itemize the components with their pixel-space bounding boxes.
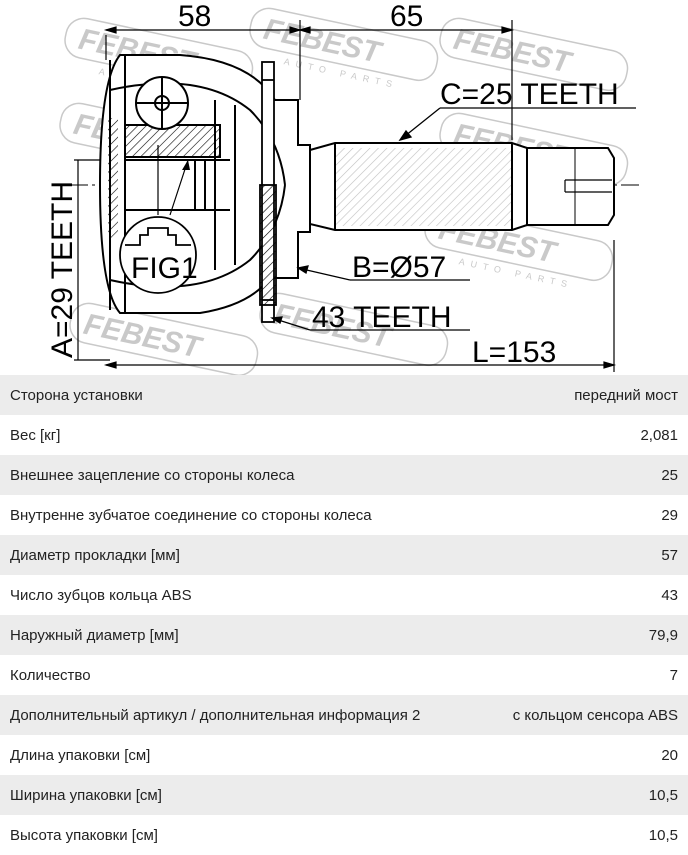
spec-row: Вес [кг] 2,081 [0,415,688,455]
watermark-text: FEBEST [81,308,206,365]
watermark-text: FEBEST [451,23,576,80]
spec-label: Число зубцов кольца ABS [10,586,192,604]
spec-value: 10,5 [648,826,678,844]
spec-label: Диаметр прокладки [мм] [10,546,180,564]
spec-label: Высота упаковки [см] [10,826,158,844]
spec-value: 43 [661,586,678,604]
spec-value: 10,5 [648,786,678,804]
spec-label: Длина упаковки [см] [10,746,151,764]
spec-row: Дополнительный артикул / дополнительная … [0,695,688,735]
spec-value: 79,9 [648,626,678,644]
spec-row: Наружный диаметр [мм] 79,9 [0,615,688,655]
fig1-detail [119,145,197,294]
spec-value: 57 [661,546,678,564]
label-total-length: L=153 [472,336,556,369]
label-dim-65: 65 [390,0,423,33]
cv-joint-diagram: FEBEST AUTO PARTS FEBEST AUTO PARTS FEBE… [46,0,640,375]
label-outer-spline: C=25 TEETH [440,78,619,111]
spec-value: 7 [669,666,678,684]
spec-label: Количество [10,666,91,684]
spec-row: Диаметр прокладки [мм] 57 [0,535,688,575]
label-dim-58: 58 [178,0,211,33]
spec-row: Количество 7 [0,655,688,695]
label-abs-teeth: 43 TEETH [312,301,452,334]
spec-value: 2,081 [640,426,678,444]
spec-label: Сторона установки [10,386,143,404]
spec-row: Длина упаковки [см] 20 [0,735,688,775]
spec-row: Внутренне зубчатое соединение со стороны… [0,495,688,535]
shaft [309,142,615,231]
spec-label: Вес [кг] [10,426,61,444]
spec-label: Дополнительный артикул / дополнительная … [10,706,421,724]
label-fig1: FIG1 [131,252,198,285]
spec-row: Внешнее зацепление со стороны колеса 25 [0,455,688,495]
spec-label: Внешнее зацепление со стороны колеса [10,466,295,484]
leader-lines [270,107,636,331]
spec-row: Высота упаковки [см] 10,5 [0,815,688,855]
spec-row: Ширина упаковки [см] 10,5 [0,775,688,815]
label-seal: B=Ø57 [352,251,446,284]
spec-value: с кольцом сенсора ABS [512,706,678,724]
spec-value: 20 [661,746,678,764]
spec-label: Ширина упаковки [см] [10,786,162,804]
label-inner-spline: A=29 TEETH [46,181,79,358]
spec-row: Число зубцов кольца ABS 43 [0,575,688,615]
spec-value: передний мост [574,386,678,404]
abs-ring [259,61,277,323]
spec-label: Внутренне зубчатое соединение со стороны… [10,506,372,524]
spec-value: 29 [661,506,678,524]
watermark-text: FEBEST [261,13,386,70]
spec-value: 25 [661,466,678,484]
spec-label: Наружный диаметр [мм] [10,626,179,644]
spec-row: Сторона установки передний мост [0,375,688,415]
